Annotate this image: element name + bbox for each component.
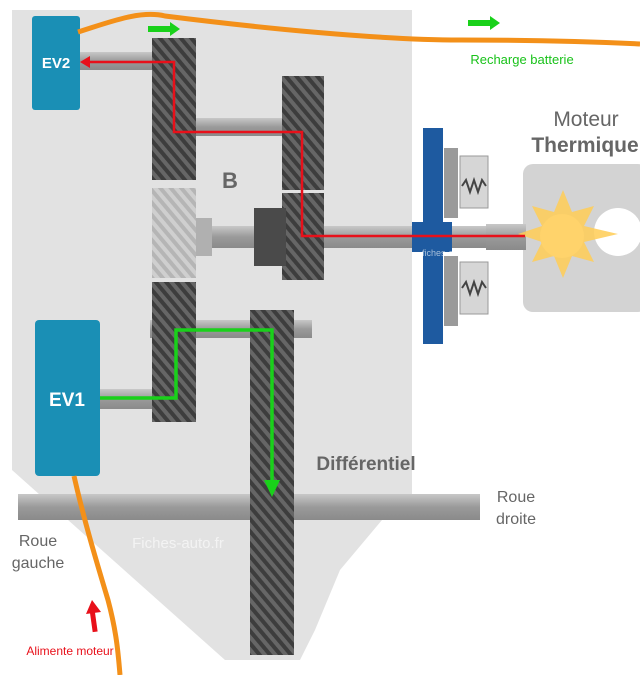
watermark-small: fiches-auto.fr bbox=[422, 248, 474, 258]
engine-hole bbox=[594, 208, 640, 256]
right-wheel-label-1: Roue bbox=[497, 489, 535, 506]
green-arrowhead-down bbox=[264, 480, 280, 497]
gear-b-light bbox=[152, 188, 196, 278]
green-arrow-shaft-1 bbox=[148, 26, 170, 32]
red-arrow-icon bbox=[86, 600, 101, 614]
input-shaft-hub bbox=[196, 218, 212, 256]
green-arrow-icon-2 bbox=[490, 16, 500, 30]
differential-label: Différentiel bbox=[316, 454, 415, 475]
clutch-b-label: B bbox=[222, 168, 238, 193]
green-arrow-icon bbox=[170, 22, 180, 36]
gear-ev1-upper bbox=[152, 282, 196, 422]
green-arrow-shaft-2 bbox=[468, 20, 490, 26]
watermark: Fiches-auto.fr bbox=[132, 535, 224, 552]
red-power-path bbox=[84, 60, 525, 238]
ev1-label: EV1 bbox=[49, 390, 85, 411]
engine-title-1: Moteur bbox=[553, 108, 618, 131]
upper-counter-shaft bbox=[190, 118, 286, 136]
right-wheel-label-2: droite bbox=[496, 511, 536, 528]
spark-core bbox=[540, 214, 584, 258]
pressure-plate-bottom bbox=[459, 261, 489, 315]
clutch-plate-bottom bbox=[444, 256, 458, 326]
spring-top bbox=[461, 176, 487, 196]
left-wheel-label-1: Roue bbox=[19, 533, 57, 550]
battery-wire bbox=[77, 11, 640, 47]
ev1-motor bbox=[35, 320, 100, 476]
battery-charge-label: Recharge batterie bbox=[470, 52, 573, 67]
motor-feed-label: Alimente moteur bbox=[26, 644, 113, 658]
left-wheel-label-2: gauche bbox=[12, 555, 65, 572]
green-power-path bbox=[100, 328, 274, 488]
clutch-b-block bbox=[254, 208, 286, 266]
ev2-motor bbox=[32, 16, 80, 110]
red-arrow-shaft bbox=[89, 611, 98, 633]
wheel-shaft bbox=[18, 494, 480, 520]
spring-bottom bbox=[461, 278, 487, 298]
ev2-label: EV2 bbox=[42, 55, 70, 72]
red-arrowhead bbox=[80, 56, 90, 68]
engine-title-2: Thermique bbox=[531, 134, 638, 157]
clutch-plate-top bbox=[444, 148, 458, 218]
motor-feed-wire bbox=[71, 475, 123, 675]
